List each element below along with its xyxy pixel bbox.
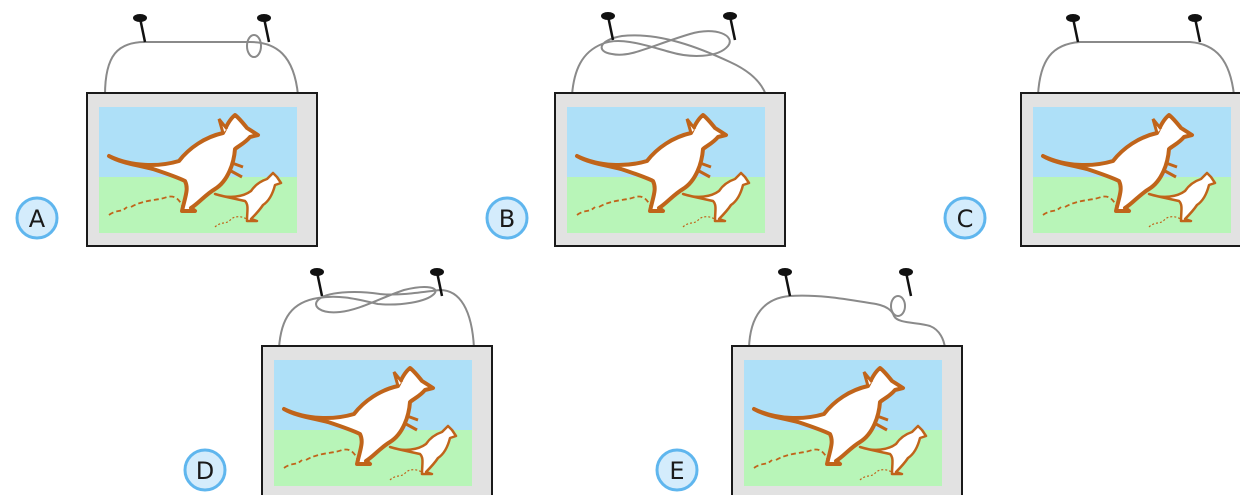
option-a[interactable]: A [15,12,319,248]
nail-icon [599,10,617,42]
nail-icon [776,266,794,298]
option-badge[interactable]: A [15,196,59,240]
picture-frame [553,91,787,248]
option-badge[interactable]: C [943,196,987,240]
hanging-string [748,294,946,349]
nail-icon [1064,12,1082,44]
nail-icon [308,266,326,298]
option-b[interactable]: B [485,10,787,248]
hanging-string [571,30,767,96]
option-label: B [499,205,515,233]
picture-frame [730,344,964,495]
nail-icon [897,266,915,298]
picture-frame [1019,91,1240,248]
picture-frame [260,344,494,495]
option-label: D [196,457,214,485]
nail-icon [131,12,149,44]
hanging-string [278,286,475,349]
hanging-string [1037,41,1235,96]
option-badge[interactable]: D [183,448,227,492]
hanging-string [104,41,299,96]
nail-icon [1186,12,1204,44]
option-label: E [669,457,684,485]
string-loop [246,34,262,58]
option-badge[interactable]: B [485,196,529,240]
option-e[interactable]: E [655,266,964,495]
option-d[interactable]: D [183,266,494,495]
option-badge[interactable]: E [655,448,699,492]
option-label: A [29,205,46,233]
option-label: C [957,205,974,233]
option-c[interactable]: C [943,12,1240,248]
picture-frame [85,91,319,248]
string-loop [890,295,906,317]
